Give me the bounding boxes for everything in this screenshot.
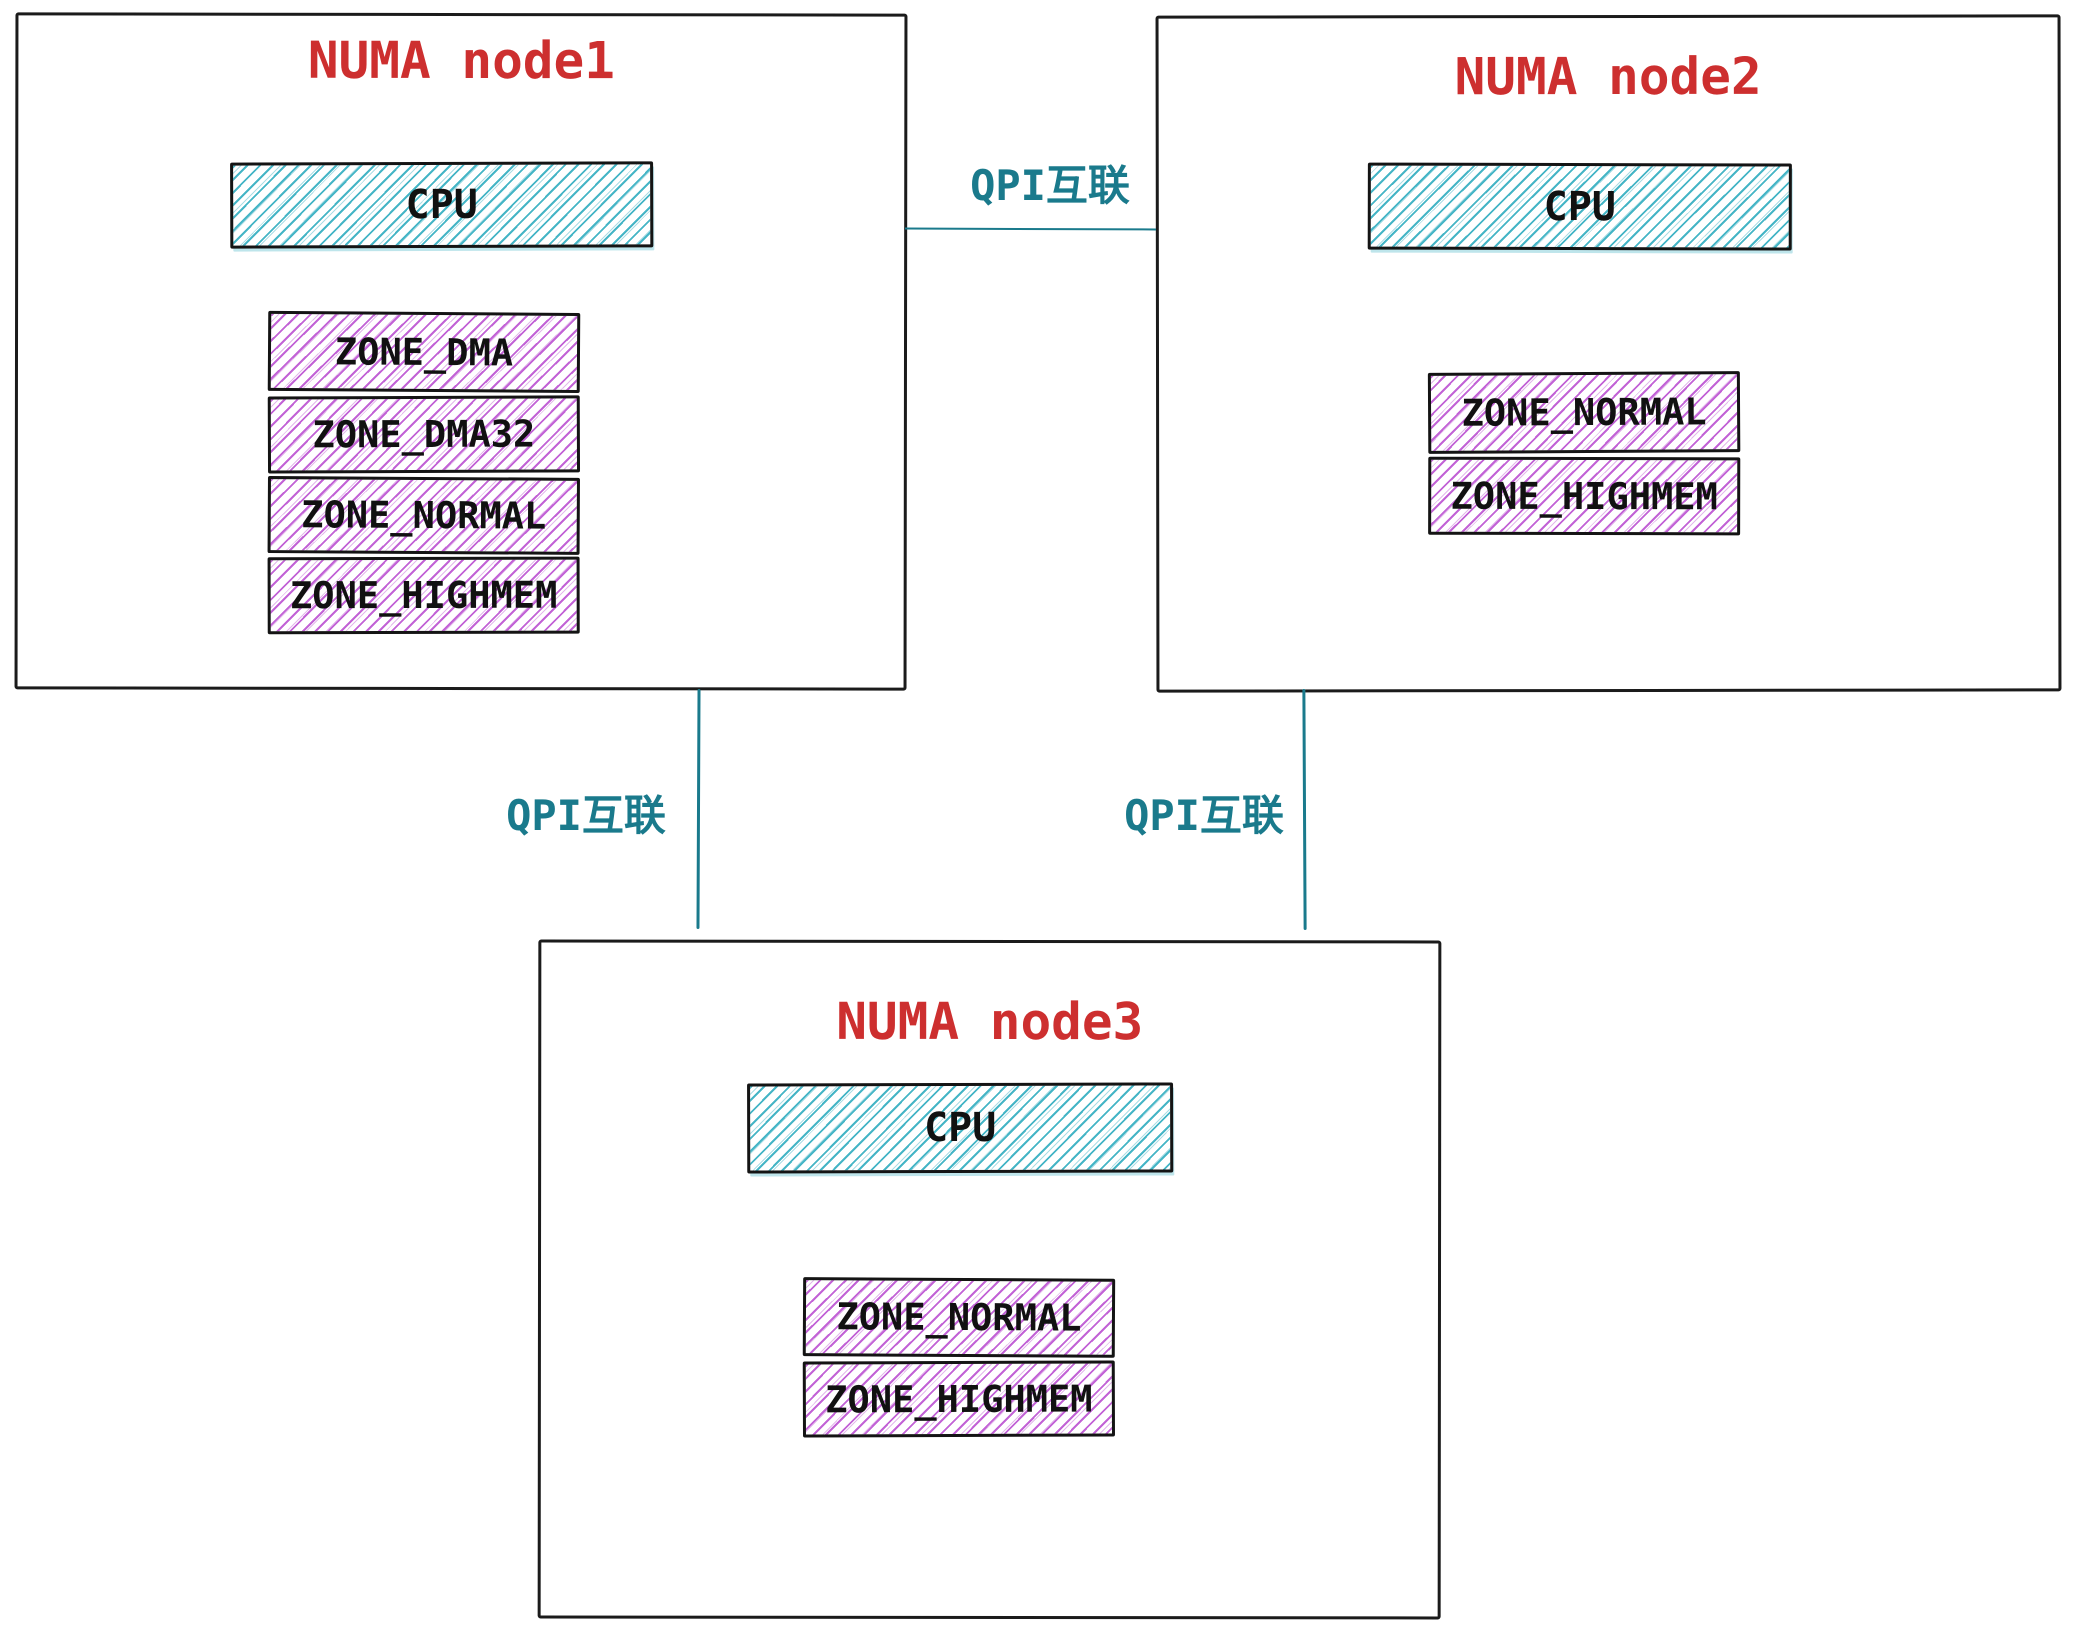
qpi-link-node1-node2 <box>904 227 1157 231</box>
qpi-label-node1-node2: QPI互联 <box>970 161 1130 210</box>
node2-title: NUMA node2 <box>1454 47 1762 108</box>
qpi-link-node2-node3 <box>1302 688 1307 931</box>
node1-zone-normal-box: ZONE_NORMAL <box>267 476 580 555</box>
qpi-link-node1-node3 <box>696 688 701 930</box>
node3-zone-highmem-box: ZONE_HIGHMEM <box>802 1360 1115 1438</box>
node1-zone-dma32-box: ZONE_DMA32 <box>267 395 581 474</box>
numa-node3-box: NUMA node3 CPU ZONE_NORMAL ZONE_HIGHMEM <box>537 939 1442 1620</box>
node2-cpu-box: CPU <box>1367 162 1792 251</box>
qpi-label-node2-node3: QPI互联 <box>1124 791 1284 840</box>
node1-zone-dma-box: ZONE_DMA <box>267 310 581 393</box>
node3-cpu-box: CPU <box>747 1082 1174 1174</box>
numa-node1-box: NUMA node1 CPU ZONE_DMA ZONE_DMA32 ZONE_… <box>14 12 908 691</box>
node2-zone-highmem-box: ZONE_HIGHMEM <box>1428 456 1741 536</box>
numa-node2-box: NUMA node2 CPU ZONE_NORMAL ZONE_HIGHMEM <box>1155 14 2062 693</box>
node1-cpu-box: CPU <box>230 161 654 249</box>
node3-title: NUMA node3 <box>836 992 1144 1053</box>
node1-title: NUMA node1 <box>307 31 615 92</box>
node2-zone-normal-box: ZONE_NORMAL <box>1427 371 1741 454</box>
qpi-label-node1-node3: QPI互联 <box>506 791 666 840</box>
node1-zone-highmem-box: ZONE_HIGHMEM <box>267 556 580 635</box>
node3-zone-normal-box: ZONE_NORMAL <box>802 1277 1116 1358</box>
